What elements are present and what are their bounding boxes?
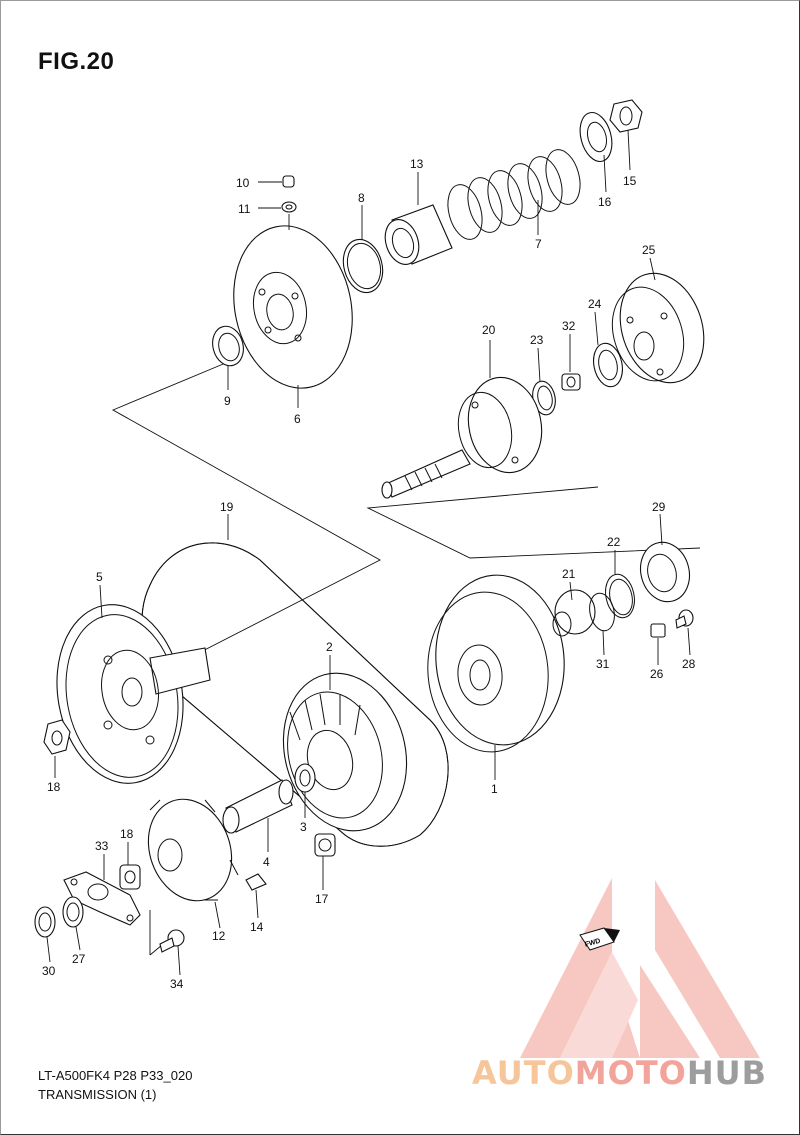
callout-18a: 18 <box>47 780 61 794</box>
callout-15: 15 <box>623 174 637 188</box>
callout-30: 30 <box>42 964 56 978</box>
callout-16: 16 <box>598 195 612 209</box>
callout-24: 24 <box>588 297 602 311</box>
part-25-clutch-shoe <box>611 272 705 384</box>
part-32-nut <box>561 373 581 391</box>
callout-25: 25 <box>642 243 656 257</box>
part-27-oil-seal <box>62 896 84 928</box>
callout-11: 11 <box>238 202 251 216</box>
watermark-text: AUTOMOTOHUB <box>472 1054 767 1092</box>
part-11-bush <box>281 201 297 213</box>
fwd-label: FWD <box>584 938 601 949</box>
watermark-hub: HUB <box>686 1054 768 1092</box>
part-7-spring <box>447 149 581 240</box>
part-17-slider <box>314 833 336 857</box>
callout-12: 12 <box>212 929 226 943</box>
part-5-fixed-drive-face <box>56 604 211 784</box>
part-13-sleeve <box>384 204 453 265</box>
callout-23: 23 <box>530 333 544 347</box>
assembly-lines <box>111 361 701 956</box>
watermark-auto: AUTO <box>472 1054 575 1092</box>
callout-29: 29 <box>652 500 666 514</box>
figure-description: TRANSMISSION (1) <box>38 1087 157 1102</box>
part-26-nut <box>650 623 666 638</box>
figure-code: LT-A500FK4 P28 P33_020 <box>38 1068 193 1083</box>
part-18-nut-upper <box>43 719 71 755</box>
part-18-nut-lower <box>119 864 141 890</box>
callout-19: 19 <box>220 500 234 514</box>
watermark-moto: MOTO <box>574 1054 687 1092</box>
callout-1: 1 <box>491 782 498 796</box>
callout-34: 34 <box>170 977 184 991</box>
part-28-bolt <box>675 609 694 629</box>
callout-21: 21 <box>562 567 576 581</box>
part-16-seat <box>579 111 613 163</box>
callout-4: 4 <box>263 855 270 869</box>
part-8-oring <box>342 238 384 294</box>
callout-17: 17 <box>315 892 329 906</box>
part-34-bolt <box>159 929 185 953</box>
callout-27: 27 <box>72 952 86 966</box>
callout-14: 14 <box>250 920 264 934</box>
callout-31: 31 <box>596 657 610 671</box>
part-12-cam-plate <box>147 798 239 902</box>
callout-20: 20 <box>482 323 496 337</box>
callout-6: 6 <box>294 412 301 426</box>
part-9-ring <box>212 325 244 367</box>
part-2-movable-drive-face <box>282 672 408 832</box>
callout-3: 3 <box>300 820 307 834</box>
part-30-oil-seal <box>34 906 56 938</box>
figure-title: FIG.20 <box>38 48 115 75</box>
callout-2: 2 <box>326 640 333 654</box>
callout-26: 26 <box>650 667 664 681</box>
callout-7: 7 <box>535 237 542 251</box>
leader-lines <box>46 129 691 976</box>
callout-10: 10 <box>236 176 250 190</box>
part-10-pin <box>282 175 295 188</box>
part-3-ring <box>294 763 316 793</box>
part-15-nut <box>609 99 643 133</box>
callout-22: 22 <box>607 535 621 549</box>
callout-8: 8 <box>358 191 365 205</box>
part-20-driven-shaft <box>381 376 543 499</box>
part-29-bearing <box>640 541 690 603</box>
watermark-logo <box>520 878 760 1058</box>
callout-32: 32 <box>562 319 576 333</box>
part-31-oring <box>589 592 615 632</box>
part-6-movable-face <box>233 225 353 389</box>
callout-13: 13 <box>410 157 424 171</box>
forward-direction-tag: FWD <box>579 927 620 951</box>
part-22-circlip <box>605 573 635 619</box>
part-14-clip <box>245 873 267 891</box>
part-24-bearing <box>593 342 623 388</box>
part-4-sleeve <box>222 779 294 834</box>
callout-33: 33 <box>95 839 109 853</box>
callout-labels: 10 11 8 13 7 16 15 9 6 25 24 20 23 32 19… <box>42 157 696 991</box>
callout-18b: 18 <box>120 827 134 841</box>
callout-5: 5 <box>96 570 103 584</box>
part-21-spacer <box>552 589 596 637</box>
callout-9: 9 <box>224 394 231 408</box>
part-1-fixed-driven-face <box>427 574 565 753</box>
callout-28: 28 <box>682 657 696 671</box>
